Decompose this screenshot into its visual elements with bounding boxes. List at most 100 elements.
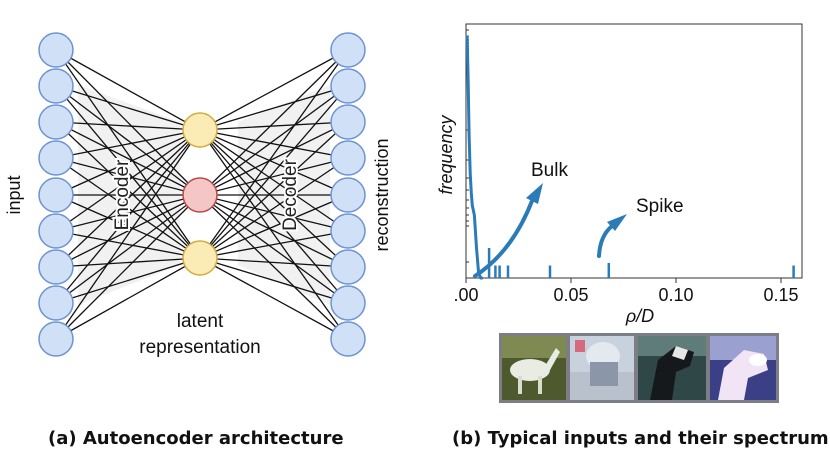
decoder-edge <box>199 129 349 268</box>
white-horse-photo <box>502 336 566 400</box>
decoder-edge <box>199 194 349 304</box>
encoder-edge <box>55 194 201 232</box>
encoder-edge <box>55 121 201 259</box>
network-edges <box>55 49 349 340</box>
spike-arrow <box>597 214 627 258</box>
decoder-edge <box>199 257 349 340</box>
purple-horse-photo <box>710 336 776 400</box>
output-node <box>330 213 366 249</box>
decoder-edge <box>199 85 349 196</box>
x-tick-label: 0.15 <box>763 285 798 305</box>
input-node <box>38 285 74 321</box>
input-node <box>38 104 74 140</box>
input-node <box>38 32 74 68</box>
latent-label-line1: latent <box>177 311 224 332</box>
encoder-edge <box>55 230 201 259</box>
autoencoder-diagram: Encoder Decoder input reconstruction lat… <box>4 32 392 358</box>
network-nodes <box>38 32 366 357</box>
output-node <box>330 140 366 176</box>
decoder-edge <box>199 129 349 232</box>
latent-node <box>182 240 218 276</box>
encoder-edge <box>55 257 201 268</box>
output-node <box>330 177 366 213</box>
encoder-edge <box>55 194 201 340</box>
bulk-annotation: Bulk <box>531 160 568 181</box>
encoder-edge <box>55 129 201 304</box>
decoder-edge <box>199 230 349 259</box>
decoder-edge <box>199 157 349 259</box>
encoder-edge <box>55 129 201 340</box>
decoder-edge <box>199 85 349 259</box>
x-axis-ticks: .00 0.05 0.10 0.15 <box>453 278 799 305</box>
decoder-edge <box>199 257 349 268</box>
encoder-edge <box>55 194 201 268</box>
dark-horse-photo <box>638 336 706 400</box>
input-node <box>38 321 74 357</box>
input-node <box>38 213 74 249</box>
y-axis-label: frequency <box>436 114 456 194</box>
latent-node <box>182 112 218 148</box>
encoder-edge <box>55 121 201 131</box>
decoder-edge <box>199 194 349 232</box>
output-node <box>330 249 366 285</box>
encoder-edge <box>55 157 201 259</box>
output-node <box>330 32 366 68</box>
output-node <box>330 285 366 321</box>
decoder-edge <box>199 129 349 304</box>
spike-annotation: Spike <box>636 196 684 217</box>
output-node <box>330 321 366 357</box>
decoder-edge <box>199 194 349 340</box>
caption-spectrum: (b) Typical inputs and their spectrum <box>452 428 829 449</box>
x-tick-label: 0.05 <box>553 285 588 305</box>
decoder-edge <box>199 257 349 304</box>
encoder-edge <box>55 194 201 259</box>
x-tick-label: 0.10 <box>658 285 693 305</box>
decoder-edge <box>199 49 349 131</box>
encoder-edge <box>55 49 201 131</box>
input-node <box>38 177 74 213</box>
decoder-edge <box>199 121 349 131</box>
spectrum-chart: .00 0.05 0.10 0.15 frequency ρ/D Bulk Spike <box>436 23 803 326</box>
encoder-edge <box>55 129 201 159</box>
encoder-edge <box>55 129 201 232</box>
encoder-edge <box>55 121 201 196</box>
decoder-edge <box>199 49 349 259</box>
decoder-edge <box>199 121 349 259</box>
encoder-edge <box>55 157 201 196</box>
output-node <box>330 68 366 104</box>
encoder-edge <box>55 49 201 196</box>
encoder-edge <box>55 129 201 268</box>
input-label: input <box>4 175 24 214</box>
decoder-edge <box>199 194 349 259</box>
decoder-edge <box>199 85 349 131</box>
decoder-edge <box>199 157 349 196</box>
decoder-edge <box>199 129 349 196</box>
latent-label-line2: representation <box>139 337 260 358</box>
decoder-edge <box>199 121 349 196</box>
decoder-edge <box>199 129 349 340</box>
latent-node <box>182 177 218 213</box>
encoder-edge <box>55 49 201 259</box>
encoder-edge <box>55 194 201 304</box>
bulk-arrow <box>473 183 543 278</box>
caption-autoencoder: (a) Autoencoder architecture <box>48 428 344 449</box>
output-node <box>330 104 366 140</box>
x-tick-label: .00 <box>453 285 478 305</box>
encoder-edge <box>55 85 201 259</box>
input-node <box>38 140 74 176</box>
encoder-edge <box>55 257 201 304</box>
encoder-edge <box>55 85 201 131</box>
encoder-edge <box>55 257 201 340</box>
decoder-label: Decoder <box>280 158 301 230</box>
decoder-edge <box>199 194 349 268</box>
input-node <box>38 68 74 104</box>
encoder-edge <box>55 85 201 196</box>
x-axis-label: ρ/D <box>625 306 654 326</box>
decoder-edge <box>199 49 349 196</box>
light-horse-photo <box>570 336 634 400</box>
decoder-edge <box>199 129 349 159</box>
encoder-label: Encoder <box>112 159 133 230</box>
plot-area <box>465 23 803 279</box>
reconstruction-label: reconstruction <box>372 138 392 251</box>
